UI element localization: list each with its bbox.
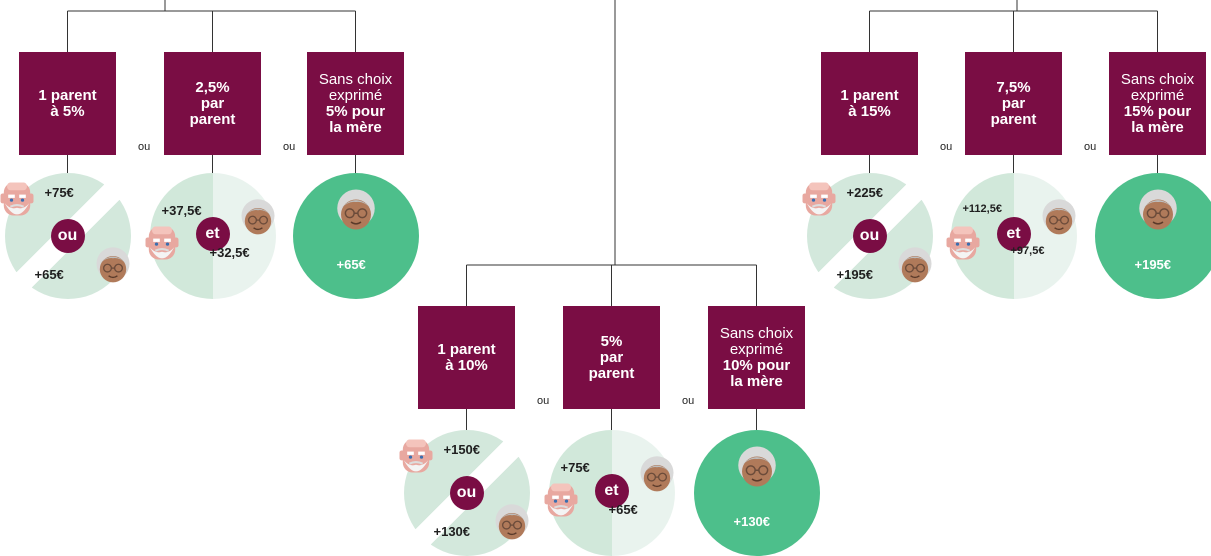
grandmother-icon xyxy=(732,444,782,494)
amount-label: +65€ xyxy=(337,257,366,272)
grandmother-icon xyxy=(635,454,679,498)
option-text-line: par xyxy=(1002,96,1025,112)
amount-label: +32,5€ xyxy=(210,245,250,260)
amount-label: +75€ xyxy=(45,185,74,200)
option-text-line: Sans choix xyxy=(720,326,793,342)
grandfather-icon xyxy=(797,177,841,221)
option-text-line: à 10% xyxy=(445,358,488,374)
option-text-line: Sans choix xyxy=(319,72,392,88)
option-text-line: par xyxy=(201,96,224,112)
amount-label: +225€ xyxy=(847,185,884,200)
option-text-line: Sans choix xyxy=(1121,72,1194,88)
option-text-line: exprimé xyxy=(1131,88,1184,104)
or-connector-label: ou xyxy=(1084,141,1096,153)
grandmother-icon xyxy=(331,187,381,237)
or-connector-label: ou xyxy=(537,395,549,407)
grandmother-icon xyxy=(490,502,534,546)
option-text-line: 2,5% xyxy=(195,80,229,96)
or-connector-label: ou xyxy=(138,141,150,153)
amount-label: +150€ xyxy=(444,442,481,457)
or-connector-label: ou xyxy=(283,141,295,153)
grandfather-icon xyxy=(394,434,438,478)
option-text-line: 5% pour xyxy=(326,104,385,120)
option-text-line: 5% xyxy=(601,334,623,350)
grandmother-icon xyxy=(1133,187,1183,237)
amount-label: +37,5€ xyxy=(162,203,202,218)
amount-label: +195€ xyxy=(1135,257,1172,272)
option-text-line: 1 parent xyxy=(840,88,898,104)
option-text-line: 10% pour xyxy=(723,358,791,374)
amount-label: +130€ xyxy=(734,514,771,529)
amount-label: +97,5€ xyxy=(1011,245,1045,257)
grandfather-icon xyxy=(941,221,985,265)
amount-label: +65€ xyxy=(609,502,638,517)
grandmother-icon xyxy=(893,245,937,289)
option-text-line: à 5% xyxy=(50,104,84,120)
amount-label: +65€ xyxy=(35,267,64,282)
amount-label: +130€ xyxy=(434,524,471,539)
or-connector-label: ou xyxy=(682,395,694,407)
amount-label: +112,5€ xyxy=(963,203,1002,215)
option-text-line: parent xyxy=(589,366,635,382)
option-text-line: la mère xyxy=(730,374,783,390)
option-text-line: parent xyxy=(991,112,1037,128)
option-text-line: parent xyxy=(190,112,236,128)
option-text-line: 1 parent xyxy=(437,342,495,358)
option-text-line: exprimé xyxy=(730,342,783,358)
amount-label: +195€ xyxy=(837,267,874,282)
grandfather-icon xyxy=(0,177,39,221)
option-text-line: 1 parent xyxy=(38,88,96,104)
grandmother-icon xyxy=(236,197,280,241)
amount-label: +75€ xyxy=(561,460,590,475)
grandfather-icon xyxy=(539,478,583,522)
option-text-line: à 15% xyxy=(848,104,891,120)
conjunction-badge: ou xyxy=(450,476,484,510)
or-connector-label: ou xyxy=(940,141,952,153)
grandmother-icon xyxy=(91,245,135,289)
option-text-line: la mère xyxy=(329,120,382,136)
option-text-line: la mère xyxy=(1131,120,1184,136)
conjunction-badge: ou xyxy=(51,219,85,253)
option-text-line: 15% pour xyxy=(1124,104,1192,120)
grandfather-icon xyxy=(140,221,184,265)
grandmother-icon xyxy=(1037,197,1081,241)
conjunction-badge: ou xyxy=(853,219,887,253)
option-text-line: exprimé xyxy=(329,88,382,104)
option-text-line: 7,5% xyxy=(996,80,1030,96)
option-text-line: par xyxy=(600,350,623,366)
